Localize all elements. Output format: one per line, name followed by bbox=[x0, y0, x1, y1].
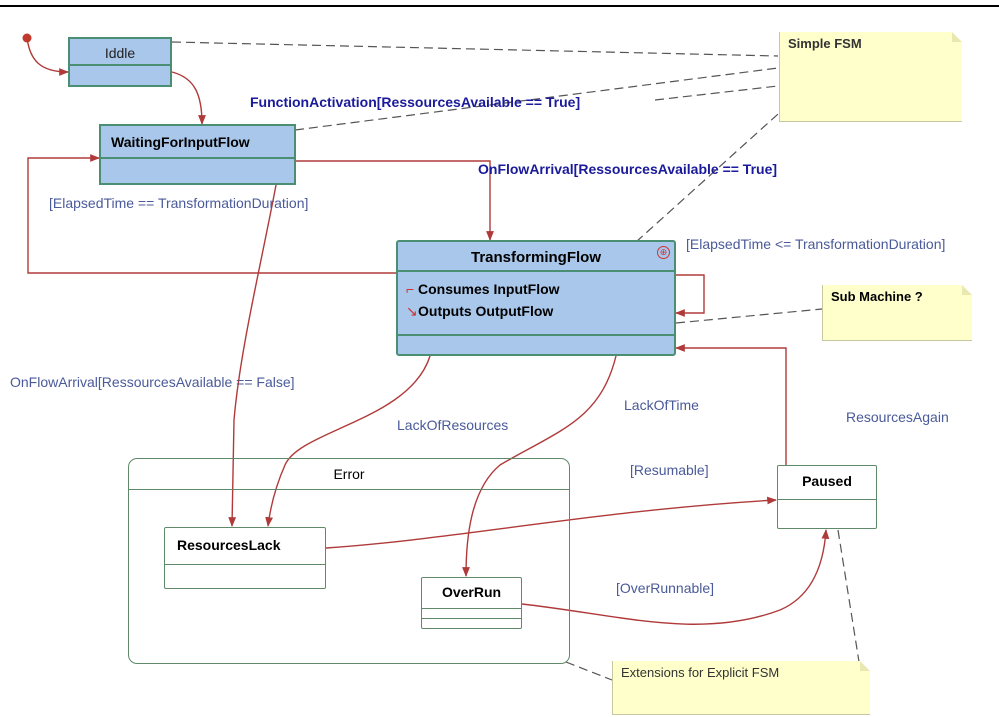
state-error[interactable]: Error bbox=[128, 458, 570, 664]
state-waiting-divider bbox=[101, 157, 294, 159]
label-on-flow-arrival-false: OnFlowArrival[RessourcesAvailable == Fal… bbox=[10, 374, 295, 390]
state-transforming-divider-bottom bbox=[398, 334, 674, 336]
initial-transition bbox=[26, 37, 69, 76]
transition-transforming-waiting-elapsed bbox=[27, 154, 396, 274]
state-paused-divider bbox=[778, 499, 876, 500]
note-extensions: Extensions for Explicit FSM bbox=[612, 661, 870, 715]
anchor-waiting-note bbox=[294, 67, 779, 131]
state-transforming-divider-top bbox=[398, 270, 674, 272]
state-overrun-divider-2 bbox=[422, 618, 521, 619]
label-resumable: [Resumable] bbox=[630, 462, 709, 478]
state-iddle-label: Iddle bbox=[104, 45, 136, 61]
transition-iddle-waiting bbox=[171, 71, 206, 125]
label-on-flow-arrival-true: OnFlowArrival[RessourcesAvailable == Tru… bbox=[478, 161, 778, 177]
transition-resources-again bbox=[675, 344, 787, 465]
state-paused-label: Paused bbox=[802, 473, 852, 489]
operation-consumes: ⌐Consumes InputFlow bbox=[406, 281, 560, 297]
submachine-icon: ⊕ bbox=[657, 246, 670, 259]
note-simple-fsm-text: Simple FSM bbox=[788, 36, 862, 51]
anchor-function-label-note bbox=[654, 85, 779, 101]
anchor-paused-note bbox=[837, 529, 861, 669]
state-resources-lack[interactable]: ResourcesLack bbox=[164, 527, 326, 589]
state-overrun-divider bbox=[422, 608, 521, 609]
transition-resumable bbox=[325, 496, 777, 549]
note-sub-machine-text: Sub Machine ? bbox=[831, 289, 923, 304]
note-sub-machine: Sub Machine ? bbox=[822, 285, 972, 341]
initial-state-dot bbox=[22, 33, 32, 43]
state-transforming-flow[interactable]: TransformingFlow ⊕ ⌐Consumes InputFlow ↘… bbox=[396, 240, 676, 356]
state-paused[interactable]: Paused bbox=[777, 465, 877, 529]
state-waiting-label: WaitingForInputFlow bbox=[111, 134, 250, 150]
operation-outputs: ↘Outputs OutputFlow bbox=[406, 303, 553, 320]
label-elapsed-le: [ElapsedTime <= TransformationDuration] bbox=[686, 236, 946, 252]
label-elapsed-eq: [ElapsedTime == TransformationDuration] bbox=[49, 195, 309, 211]
state-resources-lack-divider bbox=[165, 564, 325, 565]
state-error-label: Error bbox=[333, 466, 365, 482]
state-waiting-for-input-flow[interactable]: WaitingForInputFlow bbox=[99, 124, 296, 185]
label-resources-again: ResourcesAgain bbox=[846, 409, 949, 425]
state-transforming-label: TransformingFlow bbox=[470, 249, 601, 266]
transition-lack-of-time bbox=[462, 355, 617, 577]
transition-self-elapsed bbox=[675, 274, 705, 317]
transition-waiting-resourceslack bbox=[228, 184, 277, 527]
label-overrunnable: [OverRunnable] bbox=[616, 580, 715, 596]
note-extensions-text: Extensions for Explicit FSM bbox=[621, 665, 780, 680]
state-resources-lack-label: ResourcesLack bbox=[177, 537, 281, 553]
operation-consumes-text: Consumes InputFlow bbox=[418, 281, 560, 297]
state-iddle[interactable]: Iddle bbox=[68, 37, 172, 87]
anchor-submachine-note bbox=[675, 308, 823, 324]
transition-lack-of-resources bbox=[265, 355, 431, 527]
label-lack-of-time: LackOfTime bbox=[624, 397, 699, 413]
transition-overrunnable bbox=[521, 529, 830, 625]
anchor-error-note bbox=[565, 661, 613, 681]
operation-outputs-icon: ↘ bbox=[406, 303, 418, 319]
state-overrun[interactable]: OverRun bbox=[421, 577, 522, 629]
note-simple-fsm: Simple FSM bbox=[779, 32, 962, 122]
transition-waiting-transforming bbox=[296, 160, 494, 241]
state-overrun-label: OverRun bbox=[441, 584, 502, 600]
operation-consumes-icon: ⌐ bbox=[406, 281, 415, 297]
state-iddle-divider bbox=[70, 64, 170, 66]
top-border-line bbox=[0, 5, 999, 7]
operation-outputs-text: Outputs OutputFlow bbox=[418, 303, 554, 319]
label-function-activation: FunctionActivation[RessourcesAvailable =… bbox=[250, 94, 581, 110]
state-error-divider bbox=[129, 489, 569, 490]
anchor-iddle-note bbox=[171, 41, 779, 57]
label-lack-of-resources: LackOfResources bbox=[397, 417, 509, 433]
